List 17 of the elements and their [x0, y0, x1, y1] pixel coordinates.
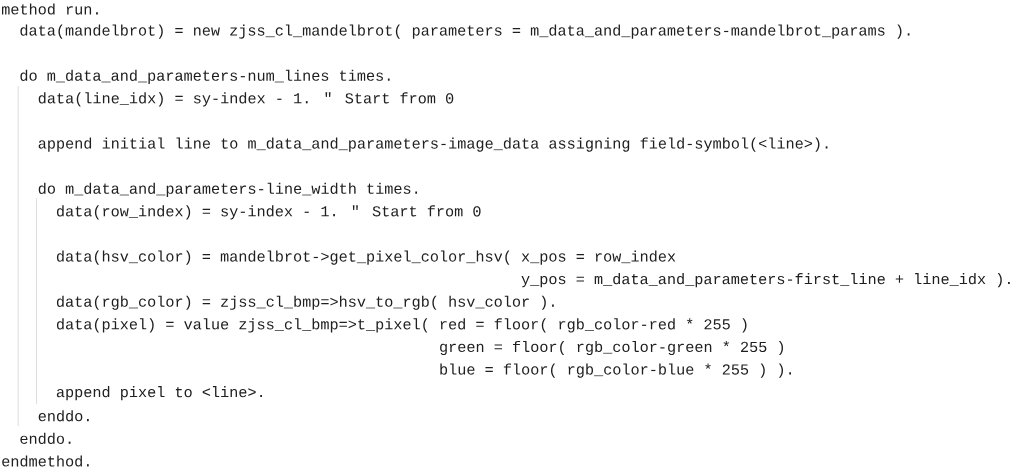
code-line: append initial line to m_data_and_parameters-image_data assigning field-symbol(<line>).	[38, 137, 828, 152]
code-line: data(rgb_color) = zjss_cl_bmp=>hsv_to_rgb( hsv_color ).	[56, 295, 554, 310]
code-line: data(mandelbrot) = new zjss_cl_mandelbrot( parameters = m_data_and_parameters-mandelbrot_params ).	[20, 24, 910, 39]
code-line: data(line_idx) = sy-index - 1. " Start from 0	[38, 92, 454, 107]
code-line: green = floor( rgb_color-green * 255 )	[440, 340, 783, 356]
code-line: data(pixel) = value zjss_cl_bmp=>t_pixel( red = floor( rgb_color-red * 255 )	[56, 318, 747, 333]
code-line: enddo.	[20, 432, 71, 444]
code-line: data(hsv_color) = mandelbrot->get_pixel_color_hsv( x_pos = row_index	[56, 250, 676, 265]
code-line: method run.	[1, 3, 98, 15]
code-line: do m_data_and_parameters-num_lines times.	[20, 69, 390, 84]
code-line: data(row_index) = sy-index - 1. " Start from 0	[56, 205, 481, 220]
code-line: blue = floor( rgb_color-blue * 255 ) ).	[440, 363, 791, 378]
code-line: enddo.	[38, 410, 89, 422]
code-line: y_pos = m_data_and_parameters-first_line + line_idx ).	[521, 273, 1010, 288]
code-line: endmethod.	[2, 455, 89, 467]
code-line: do m_data_and_parameters-line_width times.	[38, 182, 418, 197]
code-line: append pixel to <line>.	[56, 386, 262, 401]
